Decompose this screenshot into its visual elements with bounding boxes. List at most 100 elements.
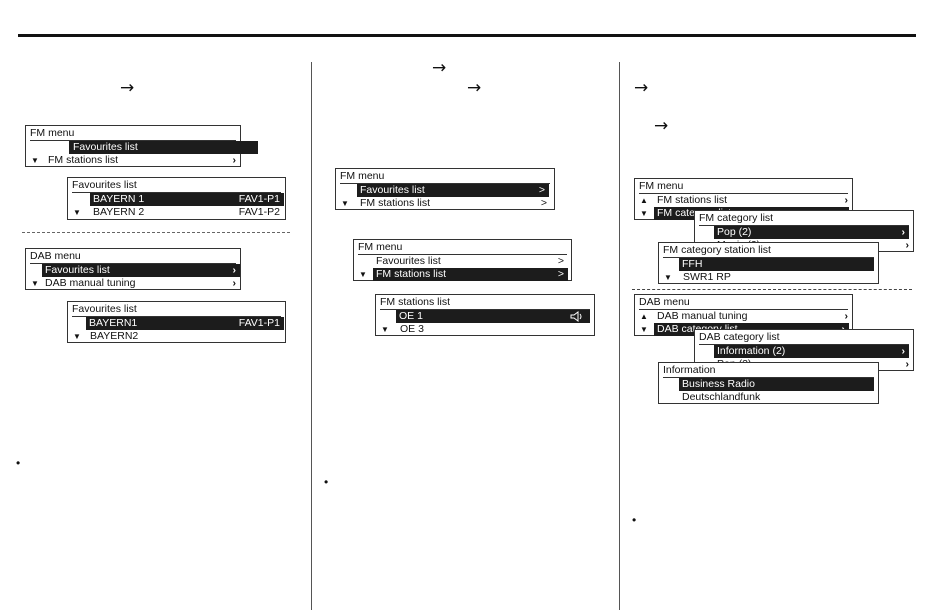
menu-item-label: Favourites list (73, 141, 138, 153)
list-item[interactable]: BAYERN 1 FAV1-P1 (90, 193, 284, 206)
menu-item-favourites-list[interactable]: Favourites list > (354, 255, 571, 268)
panel-title: FM menu (358, 241, 403, 253)
title-divider (663, 377, 874, 378)
header-rule (18, 34, 916, 37)
chevron-right-icon: › (232, 154, 237, 166)
station-name: Business Radio (682, 378, 755, 390)
station-name: OE 1 (399, 310, 423, 322)
menu-item-label: FM stations list (360, 197, 431, 209)
menu-item-label: DAB manual tuning (657, 310, 748, 322)
scroll-down-icon: ▼ (359, 270, 367, 279)
list-item[interactable]: ▼ BAYERN2 (68, 330, 284, 343)
list-item[interactable]: Information (2) › (714, 345, 909, 358)
scroll-down-icon: ▼ (640, 209, 648, 218)
section-divider (632, 289, 912, 290)
menu-item-label: FM stations list (48, 154, 119, 166)
chevron-right-icon: > (540, 197, 547, 209)
information-panel: Information Business Radio Deutschlandfu… (658, 362, 879, 404)
category-name: Information (2) (717, 345, 786, 357)
favourites-list-panel: Favourites list BAYERN 1 FAV1-P1 ▼ BAYER… (67, 177, 286, 220)
panel-title: DAB menu (30, 250, 81, 262)
scroll-down-icon: ▼ (341, 199, 349, 208)
speaker-icon (570, 311, 584, 322)
list-item[interactable]: ▼ BAYERN 2 FAV1-P2 (68, 206, 284, 219)
title-divider (639, 193, 848, 194)
panel-title: Information (663, 364, 716, 376)
title-divider (30, 263, 236, 264)
menu-item-favourites-list[interactable]: Favourites list > (357, 184, 549, 197)
menu-item-fm-stations-list[interactable]: FM stations list > (373, 268, 568, 281)
chevron-right-icon: > (538, 184, 545, 196)
fm-category-list-panel: FM category list Pop (2) › Music (2) › (694, 210, 914, 252)
fm-stations-list-panel: FM stations list OE 1 ▼ OE 3 (375, 294, 595, 336)
scroll-down-icon: ▼ (73, 208, 81, 217)
scroll-down-icon: ▼ (31, 279, 39, 288)
list-item[interactable]: FFH (679, 258, 874, 271)
chevron-right-icon: > (557, 268, 564, 280)
menu-item-label: FM stations list (376, 268, 447, 280)
section-divider (22, 232, 290, 233)
chevron-right-icon: › (901, 226, 906, 238)
title-divider (699, 225, 909, 226)
station-name: BAYERN 1 (93, 193, 145, 205)
menu-item-dab-manual-tuning[interactable]: ▼ DAB manual tuning › (26, 277, 240, 290)
station-name: OE 3 (400, 323, 424, 335)
station-name: BAYERN2 (90, 330, 139, 342)
title-divider (380, 309, 590, 310)
menu-item-dab-manual-tuning[interactable]: ▲ DAB manual tuning › (635, 310, 852, 323)
scroll-down-icon: ▼ (640, 325, 648, 334)
menu-item-favourites-list[interactable]: Favourites list (69, 141, 258, 154)
chevron-right-icon: › (844, 194, 849, 206)
preset-label: FAV1-P1 (238, 317, 280, 329)
fm-menu-panel: FM menu Favourites list ▼ FM stations li… (25, 125, 258, 167)
panel-title: FM category list (699, 212, 774, 224)
chevron-right-icon: › (844, 310, 849, 322)
panel-title: FM menu (30, 127, 75, 139)
list-item[interactable]: ▼ OE 3 (376, 323, 594, 336)
title-divider (72, 316, 281, 317)
fm-menu-panel: FM menu Favourites list > ▼ FM stations … (335, 168, 555, 210)
panel-title: FM menu (340, 170, 385, 182)
menu-item-label: Favourites list (376, 255, 441, 267)
list-item[interactable]: ▼ SWR1 RP (659, 271, 878, 284)
menu-item-favourites-list[interactable]: Favourites list › (42, 264, 240, 277)
arrow-icon: → (120, 78, 135, 98)
chevron-right-icon: › (901, 345, 906, 357)
list-item[interactable]: Pop (2) › (714, 226, 909, 239)
scroll-up-icon: ▲ (640, 312, 648, 321)
menu-item-fm-stations-list[interactable]: ▲ FM stations list › (635, 194, 852, 207)
station-name: BAYERN1 (89, 317, 138, 329)
title-divider (340, 183, 550, 184)
panel-title: DAB menu (639, 296, 690, 308)
station-name: Deutschlandfunk (682, 391, 761, 403)
station-name: SWR1 RP (683, 271, 731, 283)
menu-item-label: Favourites list (360, 184, 425, 196)
menu-item-label: Favourites list (45, 264, 110, 276)
title-divider (358, 254, 567, 255)
menu-item-fm-stations-list[interactable]: ▼ FM stations list › (26, 154, 240, 167)
bullet-icon: • (324, 475, 329, 489)
arrow-icon: → (467, 78, 482, 98)
fm-menu-panel: FM menu Favourites list > FM stations li… (353, 239, 572, 281)
menu-item-fm-stations-list[interactable]: ▼ FM stations list > (336, 197, 554, 210)
menu-item-label: DAB manual tuning (45, 277, 136, 289)
list-item[interactable]: Business Radio (679, 378, 874, 391)
station-name: FFH (682, 258, 703, 270)
list-item[interactable]: BAYERN1 FAV1-P1 (86, 317, 284, 330)
preset-label: FAV1-P1 (238, 193, 280, 205)
panel-title: FM stations list (380, 296, 451, 308)
bullet-icon: • (16, 456, 21, 470)
dab-menu-panel: DAB menu Favourites list › ▼ DAB manual … (25, 248, 241, 290)
panel-title: Favourites list (72, 179, 137, 191)
menu-item-label: FM stations list (657, 194, 728, 206)
panel-title: Favourites list (72, 303, 137, 315)
title-divider (639, 309, 848, 310)
arrow-icon: → (634, 78, 649, 98)
list-item[interactable]: OE 1 (396, 310, 590, 323)
chevron-right-icon: > (557, 255, 564, 267)
scroll-down-icon: ▼ (664, 273, 672, 282)
chevron-right-icon: › (905, 239, 910, 251)
list-item[interactable]: Deutschlandfunk (659, 391, 878, 404)
title-divider (30, 140, 236, 141)
title-divider (699, 344, 909, 345)
